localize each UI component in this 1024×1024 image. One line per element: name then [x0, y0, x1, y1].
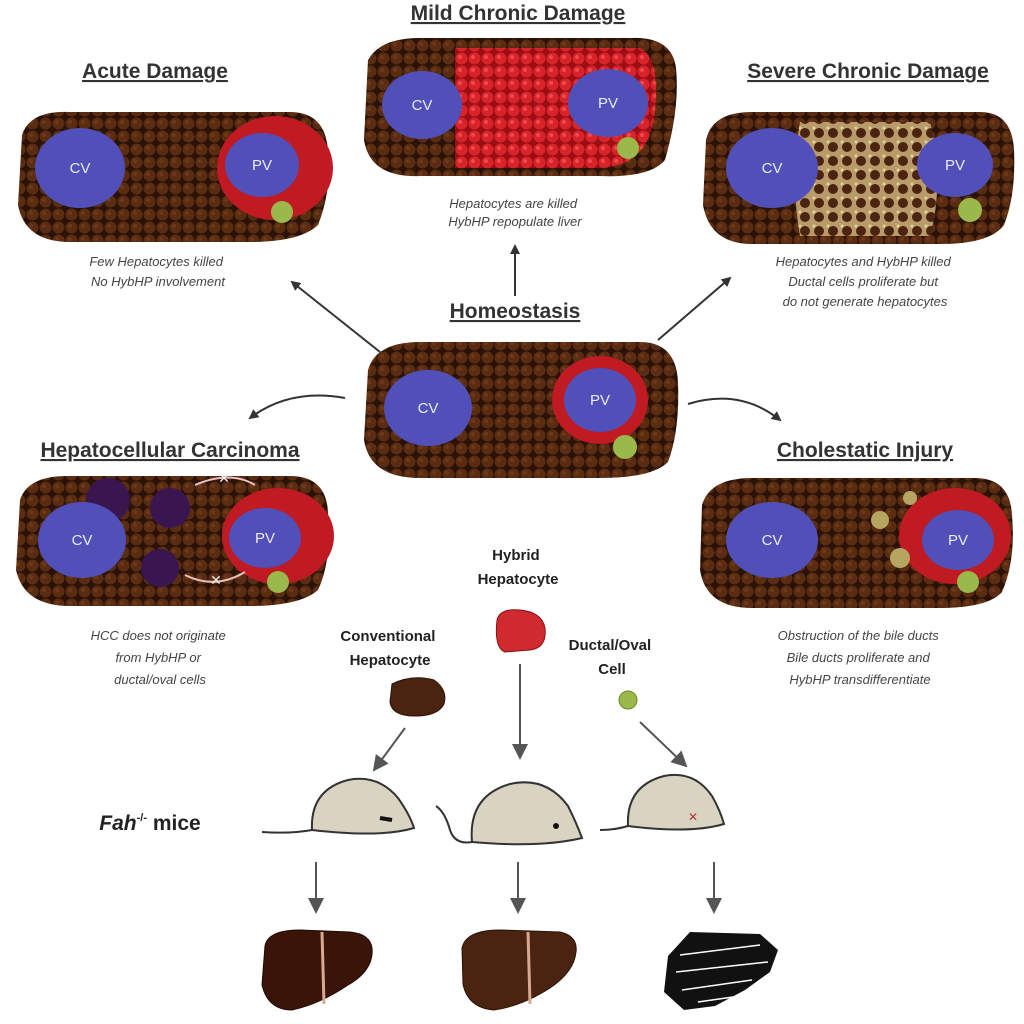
arrow-to-severe — [657, 276, 732, 341]
bile-duct — [617, 137, 639, 159]
liver-ligament — [526, 931, 532, 1005]
conventional-hepatocyte-label: Conventional Hepatocyte — [340, 628, 439, 669]
severe-damage-zone — [795, 122, 938, 236]
cholestatic-lobule: CV PV — [700, 478, 1013, 608]
ductal-cell — [903, 491, 917, 505]
cv-label: CV — [72, 532, 93, 549]
ductal-oval-cell — [618, 690, 638, 710]
cv-label: CV — [412, 97, 433, 114]
pv-vessel — [564, 368, 636, 432]
cv-vessel — [726, 128, 818, 208]
severe-caption: Hepatocytes and HybHP killed Ductal cell… — [776, 254, 955, 309]
cv-vessel — [382, 71, 462, 139]
mouse-eye — [379, 816, 393, 822]
hcc-caption: HCC does not originate from HybHP or duc… — [91, 628, 230, 687]
tumor-nodule — [141, 549, 179, 587]
arrow-ductal-to-mouse — [639, 721, 688, 768]
tumor-nodule — [150, 488, 190, 528]
liver-arrows — [308, 862, 722, 914]
bile-duct — [958, 198, 982, 222]
pv-vessel — [225, 133, 299, 197]
pv-label: PV — [252, 157, 272, 174]
pv-vessel — [922, 510, 994, 570]
pv-vessel — [229, 508, 301, 568]
bile-duct — [267, 571, 289, 593]
mouse-tail — [261, 829, 313, 834]
mild-caption: Hepatocytes are killed HybHP repopulate … — [448, 196, 582, 229]
pv-vessel — [917, 133, 993, 197]
liver-ductal-failed — [664, 932, 778, 1010]
cv-label: CV — [762, 532, 783, 549]
transplant-arrows — [372, 664, 688, 772]
severe-chronic-damage-title: Severe Chronic Damage — [747, 60, 989, 83]
liver-damage-streaks — [675, 944, 769, 1003]
pv-label: PV — [590, 392, 610, 409]
severe-lobule: CV PV — [703, 112, 1015, 244]
cholestatic-caption: Obstruction of the bile ducts Bile ducts… — [778, 628, 943, 687]
cv-label: CV — [418, 400, 439, 417]
cv-label: CV — [70, 160, 91, 177]
mouse-dead-eye: ✕ — [688, 810, 698, 824]
cv-vessel — [726, 502, 818, 578]
mouse-ductal: ✕ — [599, 774, 726, 831]
liver-hybrid — [461, 929, 577, 1011]
outcome-arrows — [248, 244, 782, 422]
ductal-cell — [871, 511, 889, 529]
mild-chronic-damage-title: Mild Chronic Damage — [411, 2, 626, 25]
hcc-title: Hepatocellular Carcinoma — [40, 439, 299, 462]
cv-vessel — [384, 370, 472, 446]
mild-lobule: CV PV — [364, 37, 677, 177]
hybrid-hepatocyte-cell — [495, 609, 546, 653]
arrow-conventional-to-mouse — [372, 727, 406, 772]
cholestatic-injury-title: Cholestatic Injury — [777, 439, 954, 462]
mouse-conventional — [261, 777, 416, 835]
pv-label: PV — [945, 157, 965, 174]
arrow-to-cholestatic — [687, 397, 782, 422]
bile-duct — [271, 201, 293, 223]
bile-duct — [613, 435, 637, 459]
pv-vessel — [568, 69, 648, 137]
liver-ligament — [320, 931, 326, 1005]
bile-duct — [957, 571, 979, 593]
arrow-to-acute — [290, 280, 381, 353]
mouse-hybrid — [435, 781, 584, 846]
homeostasis-lobule: CV PV — [364, 342, 679, 478]
cv-label: CV — [762, 160, 783, 177]
homeostasis-title: Homeostasis — [450, 300, 581, 323]
hybrid-hepatocyte-label: Hybrid Hepatocyte — [478, 547, 559, 588]
cv-vessel — [35, 128, 125, 208]
conventional-hepatocyte-cell — [389, 677, 446, 717]
ductal-oval-cell-label: Ductal/Oval Cell — [569, 637, 656, 678]
pv-label: PV — [948, 532, 968, 549]
pv-label: PV — [598, 95, 618, 112]
arrow-to-hcc — [248, 394, 346, 420]
mouse-eye — [553, 823, 559, 829]
pv-label: PV — [255, 530, 275, 547]
blocked-mark: ✕ — [218, 470, 230, 486]
fah-mice-label: Fah-/- mice — [99, 812, 200, 835]
blocked-path-line — [184, 571, 246, 583]
liver-conventional — [261, 929, 373, 1011]
blocked-path-line — [194, 476, 256, 486]
acute-caption: Few Hepatocytes killed No HybHP involvem… — [89, 254, 226, 289]
blocked-mark: ✕ — [210, 572, 222, 588]
mouse-tail — [435, 805, 473, 844]
mouse-tail — [599, 825, 629, 831]
acute-lobule: CV PV — [18, 111, 333, 242]
ductal-cell — [890, 548, 910, 568]
hcc-lobule: ✕ ✕ CV PV — [16, 470, 334, 606]
acute-damage-title: Acute Damage — [82, 60, 228, 83]
cv-vessel — [38, 502, 126, 578]
